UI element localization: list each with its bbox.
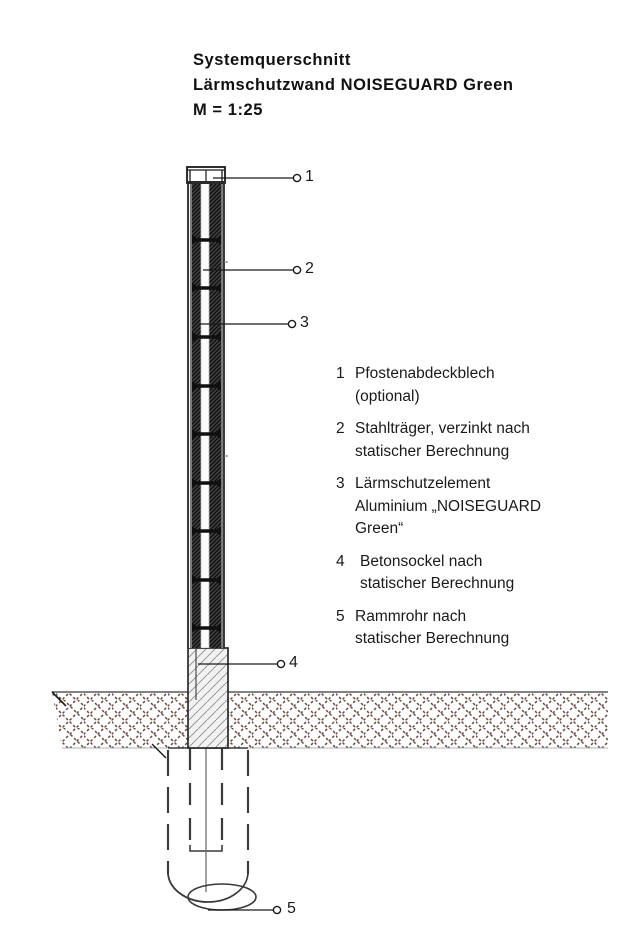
title-scale: M = 1:25: [193, 101, 263, 119]
legend-item-text-line: Aluminium „NOISEGUARD: [355, 497, 542, 515]
marker-label-4: 4: [289, 654, 298, 671]
legend-item-text-line: Betonsockel nach: [360, 552, 483, 570]
legend-item-text-line: Rammrohr nach: [355, 607, 467, 625]
legend-item-text: Betonsockel nach statischer Berechnung: [351, 551, 514, 596]
concrete-socket-hatch: [188, 648, 228, 748]
acoustic-element-left-band: [192, 183, 201, 648]
legend-item-text-line: Pfostenabdeckblech: [355, 365, 495, 382]
marker-circles: [272, 173, 302, 915]
ground-break-tick: [151, 743, 167, 759]
ram-pipe-body-fill: [168, 748, 248, 912]
noise-barrier-post: [186, 166, 228, 648]
ground-section: [51, 691, 608, 759]
marker-circle-1: [292, 173, 302, 183]
legend-item-text-line: Green“: [355, 520, 404, 537]
title-block: Systemquerschnitt Lärmschutzwand NOISEGU…: [193, 48, 613, 123]
title-line-1: Systemquerschnitt: [193, 51, 351, 69]
ground-left-break-line: [51, 691, 67, 707]
element-joints: [192, 235, 221, 633]
legend-item-5: 5 Rammrohr nach statischer Berechnung: [336, 606, 626, 651]
legend-item-text: Pfostenabdeckblech (optional): [351, 363, 495, 408]
post-web-channel: [200, 182, 210, 648]
legend-item-text: Rammrohr nach statischer Berechnung: [351, 606, 509, 651]
element-joint-wedges: [192, 235, 221, 633]
legend-item-number: 4: [336, 552, 345, 570]
legend-item-1: 1 Pfostenabdeckblech (optional): [336, 363, 626, 408]
post-face-ticks: [224, 261, 228, 457]
concrete-socket: [187, 647, 229, 749]
post-cap-plate: [186, 166, 226, 184]
legend-item-text: Stahlträger, verzinkt nach statischer Ber…: [351, 418, 530, 463]
ram-pipe-walls: [166, 750, 250, 874]
cap-plate-seat: [187, 181, 225, 184]
legend-item-text-line: Lärmschutzelement: [355, 475, 491, 492]
legend-item-number: 3: [336, 475, 345, 492]
legend-item-text-line: Stahlträger, verzinkt nach: [355, 420, 530, 437]
legend-item-number: 5: [336, 607, 345, 625]
marker-label-1: 1: [305, 168, 314, 185]
legend-item-text-line: statischer Berechnung: [355, 630, 510, 647]
legend-item-number: 1: [336, 365, 345, 382]
marker-label-5: 5: [287, 900, 296, 917]
legend-item-2: 2 Stahlträger, verzinkt nach statischer Be…: [336, 418, 626, 463]
ground-hatch-fill: [52, 692, 608, 748]
legend-item-text-line: (optional): [355, 387, 420, 405]
ram-pipe-assembly: [166, 747, 257, 912]
legend-item-number: 2: [336, 420, 345, 437]
legend-item-4: 4 Betonsockel nach statischer Berechnung: [336, 551, 626, 596]
legend-item-text-line: statischer Berechnung: [355, 442, 510, 460]
marker-label-2: 2: [305, 260, 314, 277]
post-outline: [187, 167, 225, 648]
marker-circle-2: [292, 265, 302, 275]
legend-item-text-line: statischer Berechnung: [360, 575, 515, 592]
marker-label-3: 3: [300, 314, 309, 331]
legend-list: 1 Pfostenabdeckblech (optional) 2 Stahlträge…: [336, 363, 626, 661]
title-line-2: Lärmschutzwand NOISEGUARD Green: [193, 76, 514, 94]
marker-circle-5: [272, 905, 282, 915]
marker-circle-4: [276, 659, 286, 669]
leader-lines: [198, 177, 297, 911]
hidden-post-in-pipe: [188, 748, 224, 845]
marker-circle-3: [287, 319, 297, 329]
ram-pipe-bottom-left-arc: [167, 871, 207, 903]
